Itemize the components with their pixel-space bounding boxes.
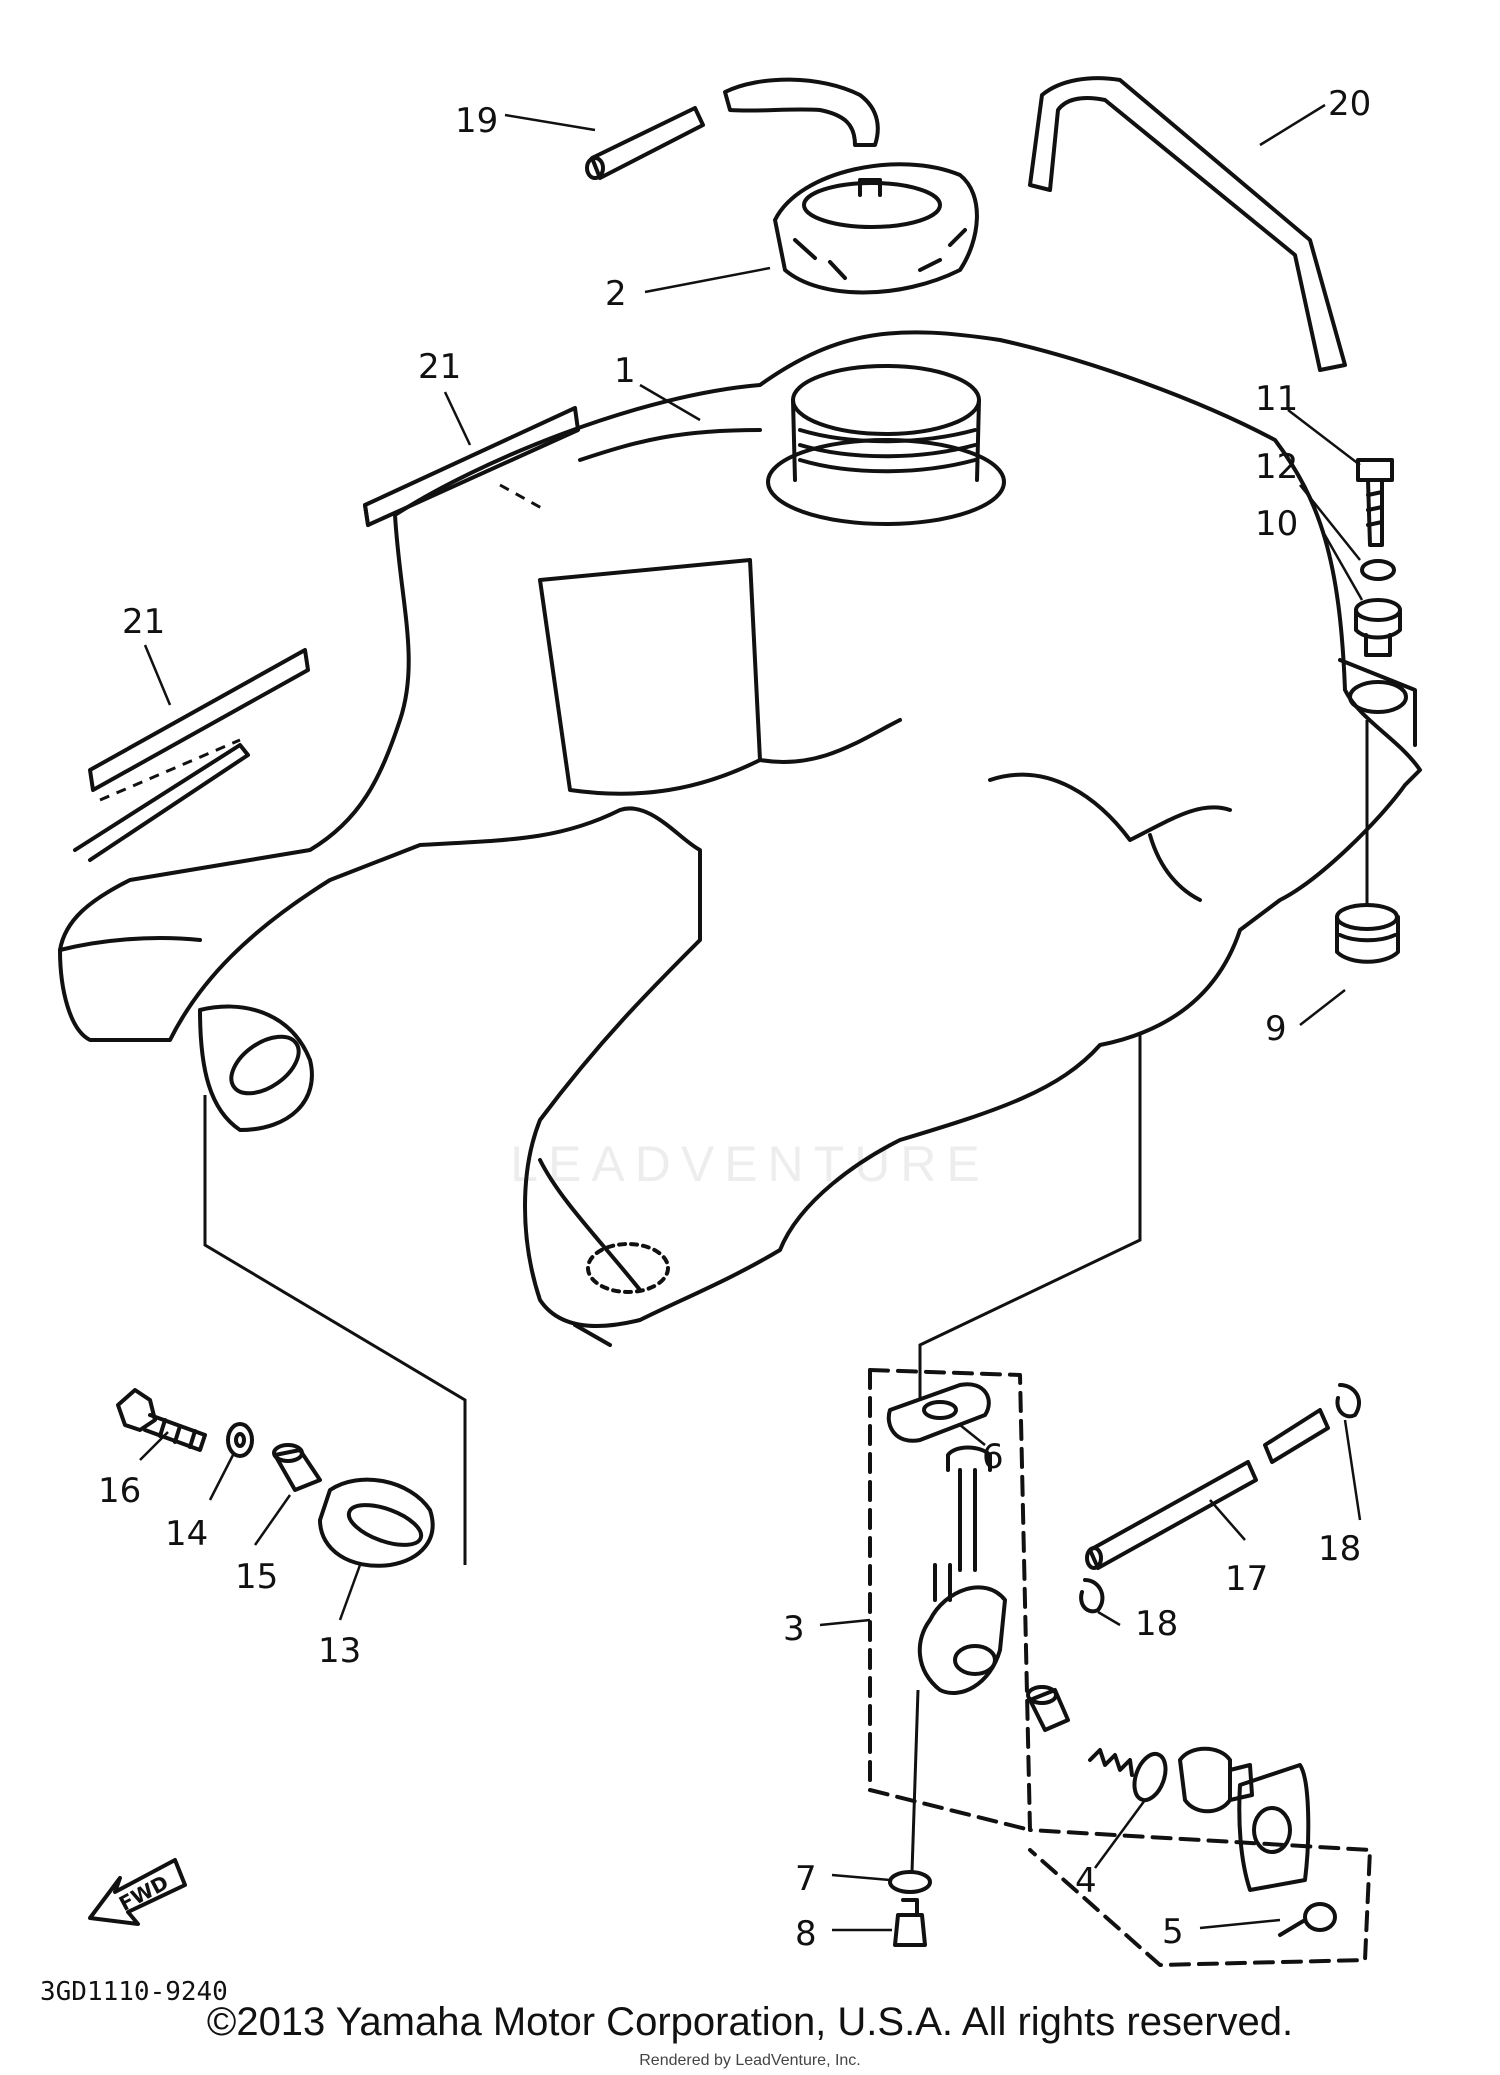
washer-14 [226,1422,254,1458]
grommet-13 [318,1477,435,1568]
mount-line-pad-lower [99,738,241,802]
callout-17: 17 [1225,1559,1268,1599]
callout-6: 6 [982,1437,1004,1477]
callout-10: 10 [1255,504,1298,544]
fuel-tank [58,330,1422,1347]
callout-13: 13 [318,1631,361,1671]
fuel-cock-assembly [868,1368,1372,1967]
callout-8: 8 [795,1914,817,1954]
leader-10 [1320,529,1364,601]
callout-12: 12 [1255,447,1298,487]
leader-7 [831,1873,891,1882]
callout-20: 20 [1328,84,1371,124]
callout-2: 2 [605,274,627,314]
leader-4 [1093,1799,1147,1869]
leader-14 [208,1454,235,1501]
washer-7 [888,1870,932,1894]
leader-20 [1259,103,1326,147]
fwd-arrow-icon [88,1858,187,1926]
hose-piece [1263,1408,1330,1464]
callout-1: 1 [614,351,636,391]
leader-9 [1299,989,1346,1026]
bolt-8 [893,1898,927,1947]
washer-12 [1360,559,1396,581]
cover-plate [1237,1763,1311,1892]
leader-18a [1343,1419,1362,1521]
strainer-cap [1026,1685,1070,1732]
leader-12 [1299,484,1361,561]
mount-line-pad-upper [499,483,546,512]
leader-19 [504,113,596,132]
spring [1088,1748,1134,1777]
callout-9: 9 [1265,1009,1287,1049]
callout-21-upper: 21 [418,347,461,387]
breather-hose [585,77,880,180]
clip-18-upper [1335,1383,1361,1419]
leader-13 [338,1564,362,1621]
callout-3: 3 [783,1609,805,1649]
collar-15 [272,1443,322,1492]
copyright-notice: ©2013 Yamaha Motor Corporation, U.S.A. A… [206,2000,1294,2044]
callout-19: 19 [455,101,498,141]
leader-3 [819,1618,871,1627]
leader-15 [253,1494,292,1546]
mount-line-left [203,1095,467,1565]
tank-pad-lower [73,648,310,862]
diagram-code: 3GD1110-9240 [40,1977,228,2007]
bolt-11 [1356,458,1394,547]
leader-5 [1199,1918,1281,1930]
watermark: LEADVENTURE [510,1136,990,1192]
leader-2 [644,266,771,294]
callout-11: 11 [1255,379,1298,419]
callout-5: 5 [1162,1912,1184,1952]
leader-21a [443,391,472,446]
leader-21b [143,644,172,706]
mount-line-petcock [910,1689,920,1873]
screw-5 [1278,1902,1337,1937]
leader-16 [139,1431,169,1461]
leader-11 [1287,409,1361,466]
leader-1 [639,383,701,422]
rendered-by-notice: Rendered by LeadVenture, Inc. [639,2052,861,2069]
leader-18b [1097,1610,1121,1627]
gasket-6 [886,1382,991,1443]
callout-18-upper: 18 [1318,1529,1361,1569]
callout-15: 15 [235,1557,278,1597]
bolt-16 [116,1388,207,1452]
collar-10 [1354,598,1402,657]
o-ring-4 [1132,1751,1168,1803]
callout-4: 4 [1075,1861,1097,1901]
clip-18-lower [1079,1578,1105,1614]
damper-9 [1335,903,1400,964]
tank-band [1028,76,1347,372]
callout-7: 7 [795,1859,817,1899]
fuel-filler-neck [766,364,1006,526]
callout-21-lower: 21 [122,602,165,642]
callout-18-lower: 18 [1135,1604,1178,1644]
leader-17 [1209,1499,1246,1541]
callout-14: 14 [165,1514,208,1554]
fuel-hose-17 [1085,1460,1258,1570]
callout-16: 16 [98,1471,141,1511]
leader-6 [959,1424,986,1446]
fuel-cap [773,162,979,295]
tank-pad-upper [363,406,580,527]
mount-line-right [918,1035,1142,1400]
